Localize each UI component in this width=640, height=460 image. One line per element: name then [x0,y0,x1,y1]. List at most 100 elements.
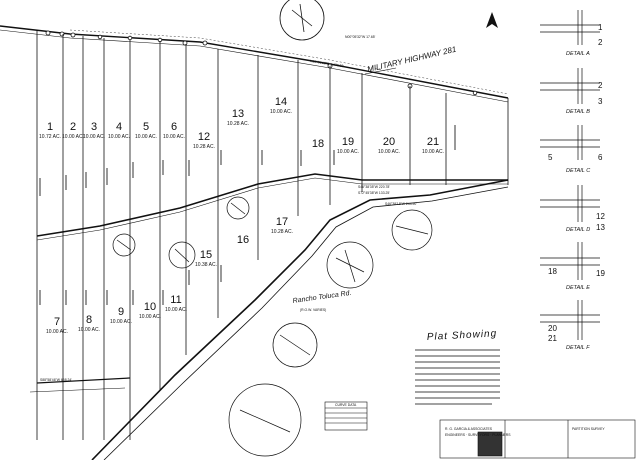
svg-text:10.00 AC.: 10.00 AC. [46,329,68,335]
svg-text:5: 5 [143,121,149,133]
svg-text:10.00 AC.: 10.00 AC. [62,134,84,140]
company-sub: ENGINEERS · SURVEYORS · PLANNERS [445,433,511,437]
detail-a: 1 2 DETAIL A [540,10,603,57]
detail-f: 20 21 DETAIL F [540,300,600,351]
svg-text:18: 18 [548,267,557,276]
lot-9: 910.00 AC. [110,306,132,325]
svg-text:10.38 AC.: 10.38 AC. [195,262,217,268]
svg-text:10.00 AC.: 10.00 AC. [163,134,185,140]
lot-labels: 110.72 AC. 210.00 AC. 310.00 AC. 410.00 … [39,96,444,335]
svg-text:DETAIL A: DETAIL A [566,51,590,57]
svg-text:10.00 AC.: 10.00 AC. [83,134,105,140]
svg-text:12: 12 [596,212,605,221]
svg-text:10: 10 [144,301,156,313]
svg-text:10.28 AC.: 10.28 AC. [193,144,215,150]
lot-18: 18 [312,138,324,150]
svg-text:15: 15 [200,249,212,261]
svg-text:18: 18 [312,138,324,150]
svg-text:DETAIL C: DETAIL C [566,168,590,174]
lot-6: 610.00 AC. [163,121,185,140]
svg-text:DETAIL B: DETAIL B [566,109,590,115]
svg-text:13: 13 [596,223,605,232]
bearing-annotations [39,125,456,305]
svg-text:14: 14 [275,96,287,108]
svg-text:10.00 AC.: 10.00 AC. [422,149,444,155]
lot-1: 110.72 AC. [39,121,61,140]
svg-text:21: 21 [427,136,439,148]
svg-text:2: 2 [70,121,76,133]
rd-bearing-3: S46°38'18"W 244.90' [385,202,417,206]
bottom-left-boundary [29,377,131,393]
svg-text:19: 19 [596,269,605,278]
svg-text:16: 16 [237,234,249,246]
svg-text:6: 6 [171,121,177,133]
svg-text:10.00 AC.: 10.00 AC. [108,134,130,140]
svg-text:DETAIL D: DETAIL D [566,227,590,233]
svg-text:17: 17 [276,216,288,228]
detail-d: 12 13 DETAIL D [540,185,605,233]
svg-text:1: 1 [47,121,53,133]
svg-text:10.00 AC.: 10.00 AC. [139,314,161,320]
svg-text:10.00 AC.: 10.00 AC. [165,307,187,313]
svg-text:2: 2 [598,38,603,47]
lot-5: 510.00 AC. [135,121,157,140]
svg-text:9: 9 [118,306,124,318]
lot-2: 210.00 AC. [62,121,84,140]
detail-c: 5 6 DETAIL C [540,125,603,174]
svg-text:7: 7 [54,316,60,328]
detail-b: 2 3 DETAIL B [540,68,603,115]
svg-text:6: 6 [598,153,603,162]
svg-text:10.00 AC.: 10.00 AC. [337,149,359,155]
right-details: 1 2 DETAIL A 2 3 DETAIL B 5 6 DETAIL C 1… [540,10,605,351]
lot-8: 810.00 AC. [78,314,100,333]
svg-text:10.00 AC.: 10.00 AC. [378,149,400,155]
road-sublabel: (R.O.W. VARIES) [300,308,326,312]
top-bearing: N00°05'32"W 17.65' [345,35,376,39]
lot-16: 16 [237,234,249,246]
svg-text:8: 8 [86,314,92,326]
curve-data-table [324,401,368,431]
svg-text:1: 1 [598,23,603,32]
job-title: PARTITION SURVEY [572,427,605,431]
svg-text:20: 20 [548,324,557,333]
curve-detail-circles [112,196,433,457]
svg-text:19: 19 [342,136,354,148]
highway-monuments [45,30,478,96]
svg-text:DETAIL E: DETAIL E [566,285,590,291]
lot-4: 410.00 AC. [108,121,130,140]
svg-text:10.72 AC.: 10.72 AC. [39,134,61,140]
north-arrow [486,12,498,28]
legal-description [415,349,500,405]
lot-3: 310.00 AC. [83,121,105,140]
svg-text:10.00 AC.: 10.00 AC. [135,134,157,140]
lot-lines [36,30,509,440]
rd-bearing-2: S72°45'38"W 133.25' [358,191,390,195]
svg-text:10.00 AC.: 10.00 AC. [78,327,100,333]
svg-text:13: 13 [232,108,244,120]
svg-text:3: 3 [91,121,97,133]
internal-line [36,173,508,241]
svg-text:11: 11 [170,294,181,306]
plat-title: Plat Showing [427,328,498,343]
rancho-toluca-road [91,179,509,460]
detail-e: 18 19 DETAIL E [540,242,605,291]
curve-data-title: CURVE DATA [335,403,357,407]
hwy-bearing: N15°31'12"E 1,477.32' [310,59,345,68]
company-name: R. G. GARCIA & ASSOCIATES [445,427,493,431]
svg-text:10.28 AC.: 10.28 AC. [271,229,293,235]
svg-text:2: 2 [598,81,603,90]
curve-detail-circle-top [279,0,325,41]
svg-text:10.28 AC.: 10.28 AC. [227,121,249,127]
svg-text:5: 5 [548,153,553,162]
svg-text:10.00 AC.: 10.00 AC. [110,319,132,325]
